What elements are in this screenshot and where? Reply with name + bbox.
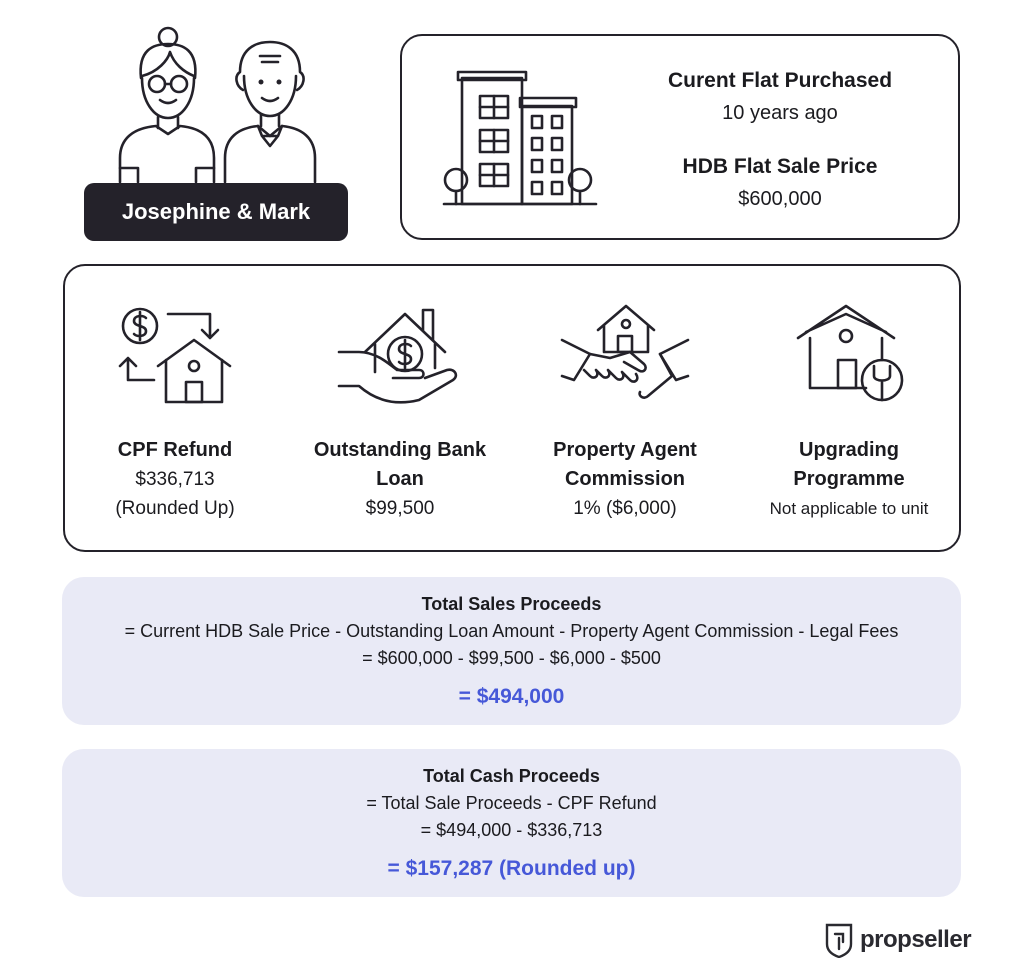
sales-result: = $494,000 xyxy=(458,685,565,708)
item-agent-commission: Property Agent Commission 1% ($6,000) xyxy=(525,296,725,523)
item-label: Upgrading Programme xyxy=(793,439,905,490)
flat-price-value: $600,000 xyxy=(738,188,822,210)
flat-price-label: HDB Flat Sale Price xyxy=(682,155,878,178)
flat-purchased-value: 10 years ago xyxy=(722,102,838,124)
sales-formula: = Current HDB Sale Price - Outstanding L… xyxy=(124,621,899,641)
cash-title: Total Cash Proceeds xyxy=(423,766,600,786)
cash-numbers: = $494,000 - $336,713 xyxy=(420,820,603,840)
cash-proceeds-box: Total Cash Proceeds = Total Sale Proceed… xyxy=(62,749,961,897)
item-bank-loan: Outstanding Bank Loan $99,500 xyxy=(300,296,500,523)
propseller-logo: propseller xyxy=(824,920,972,960)
logo-text: propseller xyxy=(860,926,972,953)
item-value: 1% ($6,000) xyxy=(573,498,677,519)
cash-formula: = Total Sale Proceeds - CPF Refund xyxy=(366,793,657,813)
handshake-house-icon xyxy=(560,304,690,399)
item-value: $336,713 xyxy=(135,469,215,490)
item-upgrading-programme: Upgrading Programme Not applicable to un… xyxy=(749,296,949,523)
sales-proceeds-box: Total Sales Proceeds = Current HDB Sale … xyxy=(62,577,961,725)
flat-purchased-label: Curent Flat Purchased xyxy=(667,69,893,92)
building-icon xyxy=(442,70,598,206)
cpf-refund-icon xyxy=(118,307,232,404)
item-value-note: (Rounded Up) xyxy=(115,498,235,519)
sales-numbers: = $600,000 - $99,500 - $6,000 - $500 xyxy=(362,648,661,668)
hand-house-dollar-icon xyxy=(337,308,458,404)
house-wrench-icon xyxy=(796,304,904,402)
cash-result: = $157,287 (Rounded up) xyxy=(387,857,636,880)
item-label: CPF Refund xyxy=(117,439,233,461)
sales-title: Total Sales Proceeds xyxy=(421,594,602,614)
propseller-shield-icon xyxy=(825,923,853,958)
item-label: Outstanding Bank Loan xyxy=(313,439,487,490)
item-cpf-refund: CPF Refund $336,713 (Rounded Up) xyxy=(75,296,275,523)
flat-info-card xyxy=(400,34,960,240)
deductions-card xyxy=(63,264,961,552)
item-value: Not applicable to unit xyxy=(769,499,929,518)
flat-info-text: Curent Flat Purchased 10 years ago HDB F… xyxy=(630,64,930,214)
couple-name-badge: Josephine & Mark xyxy=(84,183,348,241)
item-label: Property Agent Commission xyxy=(553,439,697,490)
item-value: $99,500 xyxy=(365,498,435,519)
elderly-couple-icon xyxy=(118,26,317,184)
